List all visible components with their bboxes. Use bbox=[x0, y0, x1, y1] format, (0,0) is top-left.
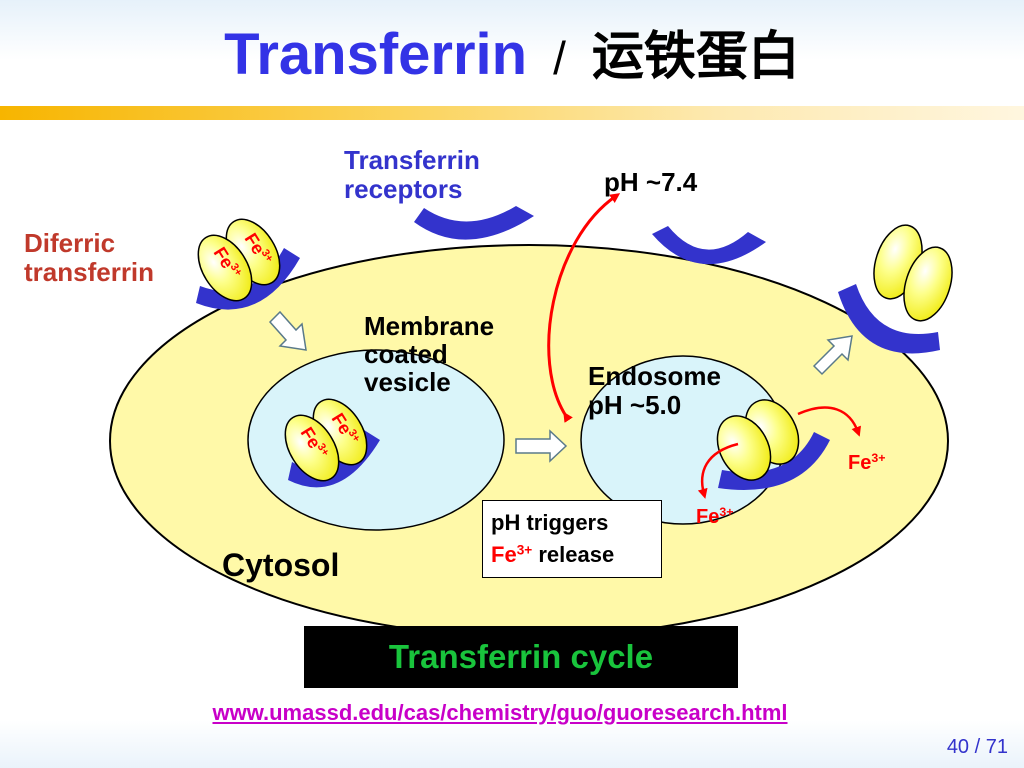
receptor-arc-right bbox=[652, 226, 766, 265]
cytosol-label: Cytosol bbox=[222, 547, 340, 583]
released-fe-label-right: Fe3+ bbox=[848, 451, 886, 474]
ph-trigger-note: pH triggers Fe3+ release bbox=[482, 500, 662, 578]
slide-title: Transferrin / 运铁蛋白 bbox=[0, 20, 1024, 93]
transferrin-lobe bbox=[284, 414, 340, 482]
ph-outside-label: pH ~7.4 bbox=[604, 167, 698, 197]
ph-change-arrow bbox=[547, 193, 621, 423]
apotransferrin-lobe bbox=[903, 246, 953, 322]
receptor-arc-left bbox=[414, 206, 534, 240]
title-underline-bar bbox=[0, 106, 1024, 120]
title-english: Transferrin bbox=[224, 22, 528, 87]
block-arrow-recycling bbox=[812, 335, 853, 376]
title-separator: / bbox=[553, 32, 566, 84]
slide-page-number: 40 / 71 bbox=[946, 736, 1008, 758]
diagram-caption: Transferrin cycle bbox=[304, 626, 738, 688]
receptor-arc-far-right bbox=[838, 284, 940, 354]
apotransferrin-lobe bbox=[716, 415, 772, 481]
title-chinese: 运铁蛋白 bbox=[591, 27, 800, 87]
block-arrow-endocytosis bbox=[268, 310, 307, 351]
released-fe-label-bottom: Fe3+ bbox=[696, 505, 734, 528]
source-link[interactable]: www.umassd.edu/cas/chemistry/guo/guorese… bbox=[212, 700, 788, 725]
fe-release-arrow bbox=[697, 442, 739, 499]
fe-release-arrow bbox=[797, 406, 861, 437]
transferrin-lobe bbox=[197, 234, 253, 302]
block-arrow-fusion bbox=[515, 429, 568, 463]
